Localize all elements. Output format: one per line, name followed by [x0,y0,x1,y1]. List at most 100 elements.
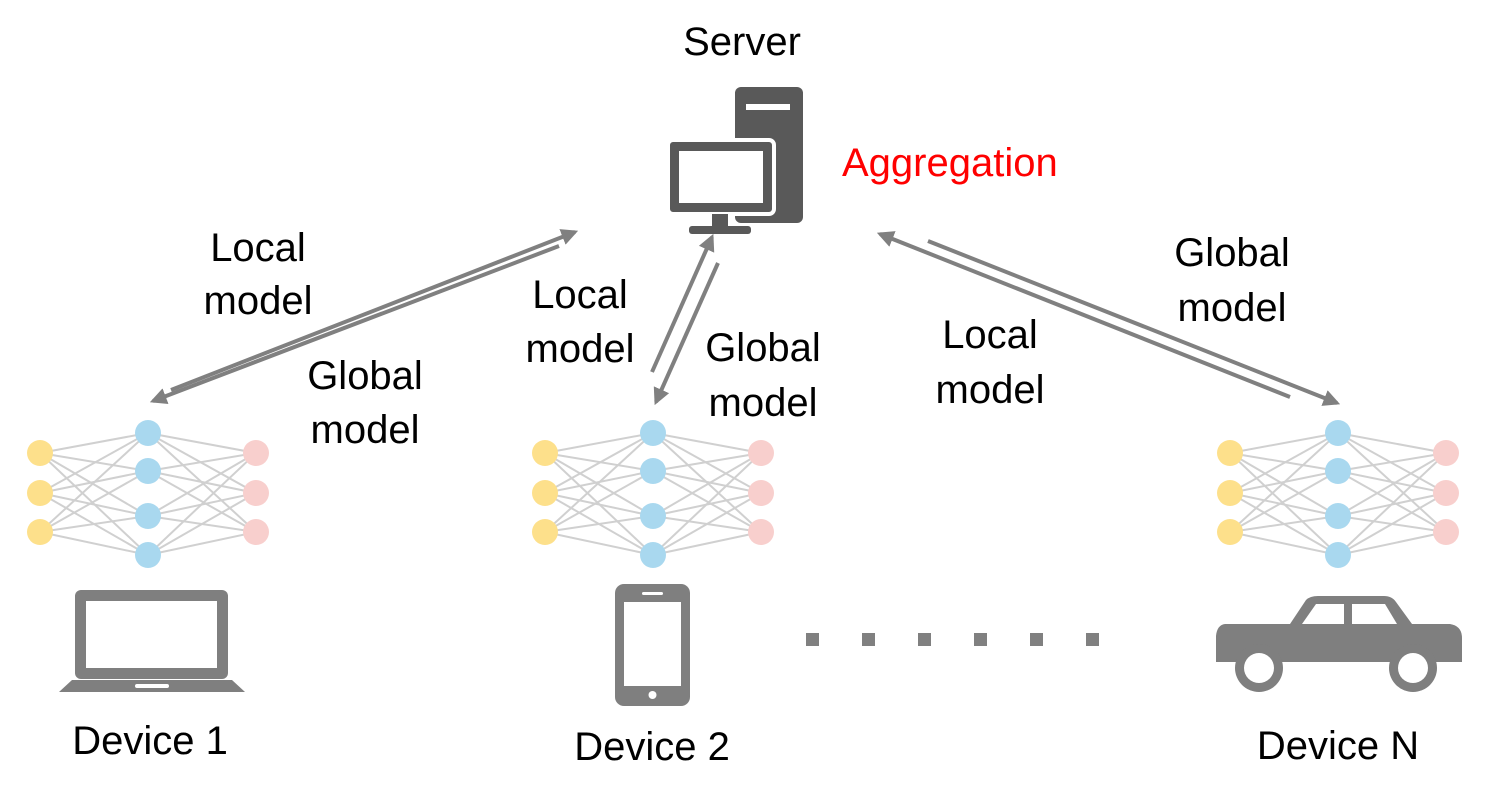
nn-edge [39,452,149,517]
nn-edge [652,452,762,517]
nn-edge [544,452,654,517]
hidden-node [640,420,666,446]
nn-edge [1229,492,1339,517]
device2-global-label-line1: Global [705,326,821,370]
nn-edge [1337,432,1447,454]
nn-edge [652,432,762,454]
nn-edge [652,470,762,533]
output-node [748,440,774,466]
device2-global-label-line2: model [709,381,818,425]
hidden-node [1325,458,1351,484]
nn-edge [1337,452,1447,556]
input-node [1217,480,1243,506]
nn-edge [652,470,762,494]
deviceN-label: Device N [1257,724,1419,768]
link-device2 [650,233,720,406]
neural-network-device1 [27,420,269,568]
server-label: Server [683,20,801,64]
local-model-arrow [876,231,1291,399]
smartphone-icon [615,584,690,706]
server-icon [666,87,803,234]
hidden-node [135,420,161,446]
output-node [748,480,774,506]
nn-edge [39,432,149,454]
nn-edge [147,452,257,556]
global-model-arrow [927,239,1341,406]
output-node [1433,480,1459,506]
nn-edge [544,492,654,517]
nn-edge [147,470,257,494]
nn-edge [1337,452,1447,472]
output-node [1433,440,1459,466]
hidden-node [135,503,161,529]
nn-edge [1337,531,1447,556]
nn-edge [544,531,654,556]
nn-edge [1229,432,1339,454]
nn-edge [544,432,654,533]
hidden-node [135,458,161,484]
output-node [243,480,269,506]
nn-edge [652,452,762,472]
nn-edge [1229,470,1339,533]
output-node [1433,519,1459,545]
nn-edge [39,432,149,533]
nn-edge [39,531,149,556]
input-node [1217,440,1243,466]
device1-label: Device 1 [72,719,228,763]
input-node [27,440,53,466]
deviceN-global-label-line1: Global [1174,231,1290,275]
link-deviceN [876,231,1341,406]
laptop-icon [59,590,245,692]
input-node [1217,519,1243,545]
deviceN-local-label-line2: model [936,368,1045,412]
nn-edge [1337,470,1447,533]
nn-edge [544,470,654,533]
hidden-node [1325,542,1351,568]
hidden-node [1325,503,1351,529]
local-model-arrow [170,229,579,392]
global-model-arrow [653,262,720,406]
deviceN-local-label-line1: Local [942,313,1038,357]
nn-edge [39,432,149,494]
device2-label: Device 2 [574,725,730,769]
nn-edge [1229,432,1339,494]
nn-edge [652,492,762,556]
global-model-arrow [149,244,560,405]
input-node [532,480,558,506]
nn-edge [1229,531,1339,556]
hidden-node [640,542,666,568]
input-node [27,480,53,506]
nn-edge [544,432,654,454]
nn-edge [147,452,257,517]
hidden-node [135,542,161,568]
device1-local-label-line1: Local [210,226,306,270]
input-node [27,519,53,545]
deviceN-global-label-line2: model [1178,286,1287,330]
hidden-node [1325,420,1351,446]
device2-local-label-line1: Local [532,273,628,317]
output-node [748,519,774,545]
nn-edge [652,452,762,556]
nn-edge [652,531,762,556]
link-device1 [149,229,579,405]
device1-local-label-line2: model [204,279,313,323]
nn-edge [39,515,149,533]
input-node [532,440,558,466]
nn-edge [544,515,654,533]
nn-edge [1337,492,1447,556]
device2-local-label-line2: model [526,327,635,371]
nn-edge [1229,515,1339,533]
output-node [243,440,269,466]
nn-edge [39,492,149,517]
aggregation-label: Aggregation [842,141,1058,185]
more-devices-ellipsis [806,633,1099,646]
car-icon [1216,596,1462,692]
neural-network-device2 [532,420,774,568]
nn-edge [147,531,257,556]
nn-edge [1337,452,1447,517]
nn-edge [39,470,149,533]
output-node [243,519,269,545]
input-node [532,519,558,545]
